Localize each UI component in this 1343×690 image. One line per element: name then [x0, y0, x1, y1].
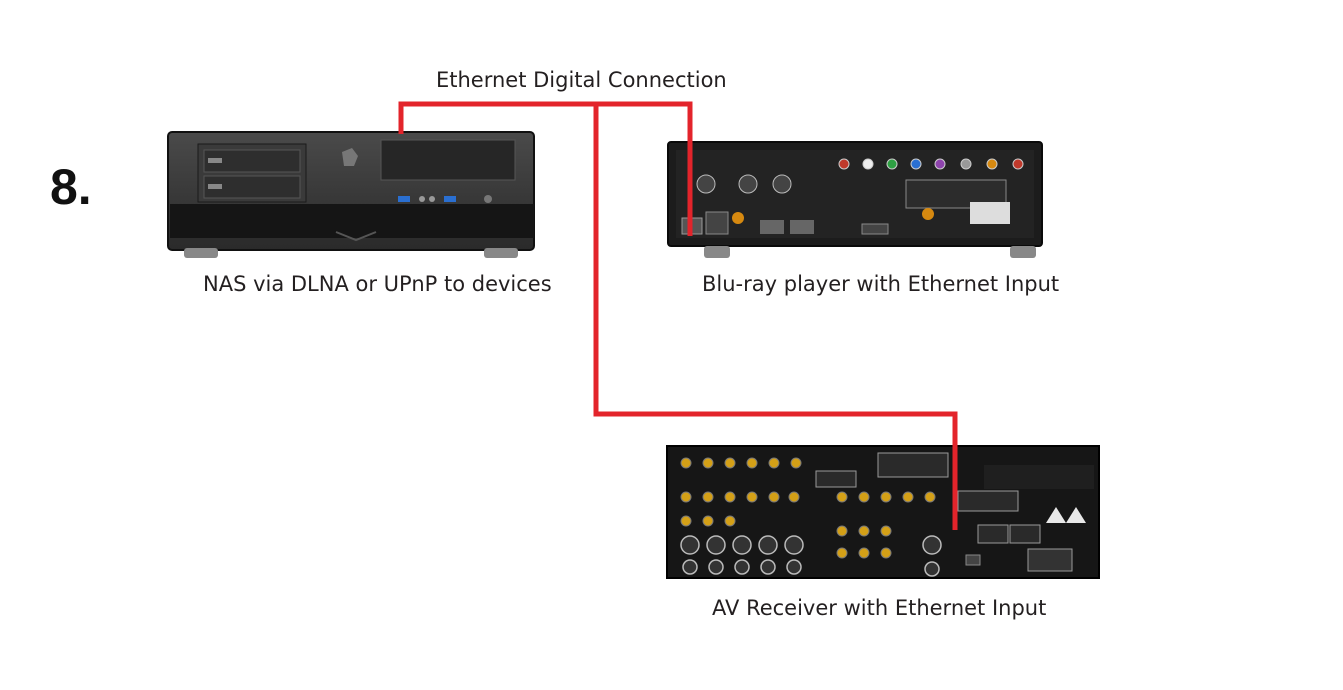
connection-label: Ethernet Digital Connection — [436, 68, 727, 92]
ethernet-cable-nas — [398, 101, 596, 134]
ethernet-cable-bluray — [596, 101, 693, 236]
ethernet-cable-receiver — [593, 104, 958, 530]
receiver-device-image — [666, 445, 1100, 579]
bluray-device-image — [667, 141, 1043, 258]
bluray-caption: Blu-ray player with Ethernet Input — [702, 272, 1060, 296]
step-number: 8. — [50, 159, 92, 215]
receiver-caption: AV Receiver with Ethernet Input — [712, 596, 1047, 620]
nas-caption: NAS via DLNA or UPnP to devices — [203, 272, 552, 296]
nas-device-image — [167, 131, 535, 258]
